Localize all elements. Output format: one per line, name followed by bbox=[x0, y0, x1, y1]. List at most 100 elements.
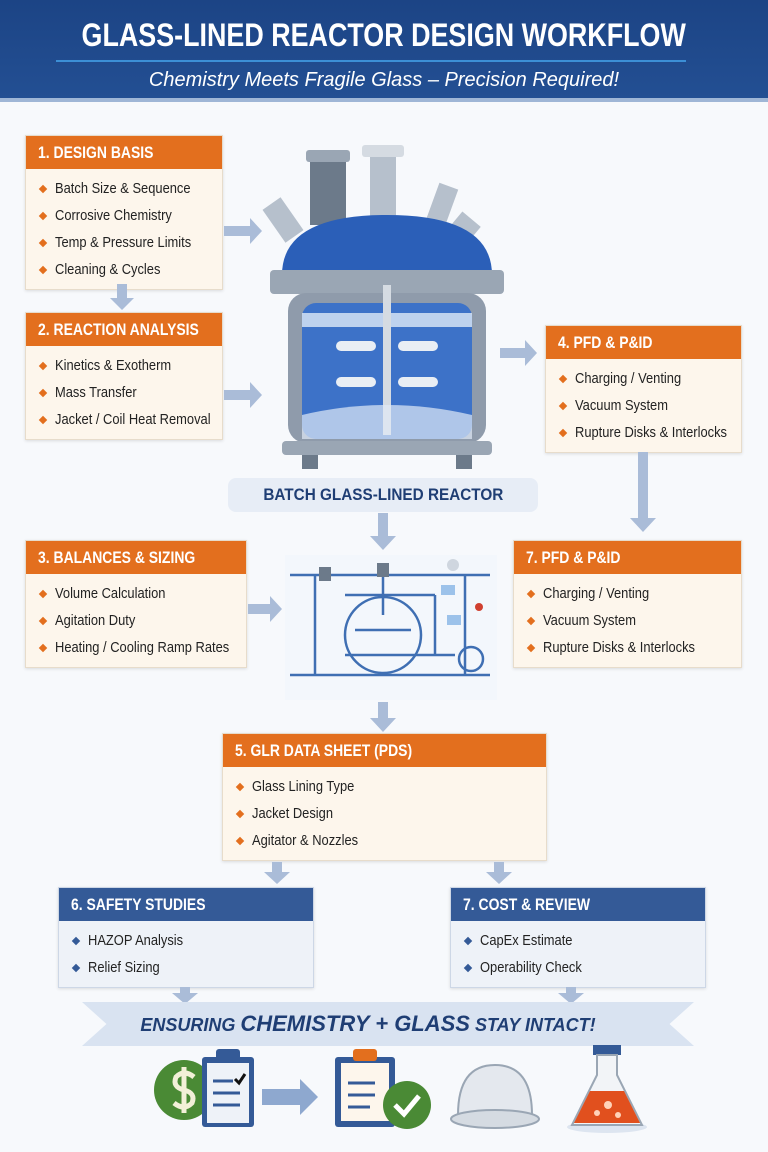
item-label: Relief Sizing bbox=[88, 959, 160, 976]
arrow-icon bbox=[248, 596, 282, 622]
step-header: 6. SAFETY STUDIES bbox=[59, 888, 313, 921]
list-item: Agitator & Nozzles bbox=[235, 827, 546, 854]
arrow-icon bbox=[558, 987, 584, 1004]
step-title: 4. PFD & P&ID bbox=[558, 333, 653, 352]
reactor-illustration bbox=[262, 145, 504, 469]
step-header: 4. PFD & P&ID bbox=[546, 326, 741, 359]
list-item: Mass Transfer bbox=[38, 379, 222, 406]
item-label: Volume Calculation bbox=[55, 585, 166, 602]
list-item: Agitation Duty bbox=[38, 607, 246, 634]
step-header: 2. REACTION ANALYSIS bbox=[26, 313, 222, 346]
step-header: 5. GLR DATA SHEET (PDS) bbox=[223, 734, 546, 767]
list-item: Jacket Design bbox=[235, 800, 546, 827]
arrow-icon bbox=[370, 702, 396, 732]
item-label: Heating / Cooling Ramp Rates bbox=[55, 639, 230, 656]
list-item: Glass Lining Type bbox=[235, 773, 546, 800]
banner-part-2: CHEMISTRY + GLASS bbox=[240, 1011, 470, 1036]
list-item: Rupture Disks & Interlocks bbox=[558, 419, 741, 446]
list-item: Jacket / Coil Heat Removal bbox=[38, 406, 222, 433]
item-label: Jacket Design bbox=[252, 805, 334, 822]
step-header: 3. BALANCES & SIZING bbox=[26, 541, 246, 574]
step-title: 3. BALANCES & SIZING bbox=[38, 548, 196, 567]
step-title: 6. SAFETY STUDIES bbox=[71, 895, 206, 914]
arrow-icon bbox=[224, 382, 262, 408]
item-label: Rupture Disks & Interlocks bbox=[543, 639, 695, 656]
approved-clipboard-icon bbox=[335, 1049, 431, 1129]
item-label: Charging / Venting bbox=[543, 585, 650, 602]
item-label: CapEx Estimate bbox=[480, 932, 573, 949]
arrow-icon bbox=[172, 987, 198, 1004]
item-label: Corrosive Chemistry bbox=[55, 207, 172, 224]
banner-part-3: STAY INTACT! bbox=[469, 1015, 596, 1035]
hard-hat-icon bbox=[450, 1063, 540, 1129]
list-item: Kinetics & Exotherm bbox=[38, 352, 222, 379]
step-title: 5. GLR DATA SHEET (PDS) bbox=[235, 741, 413, 760]
item-label: Kinetics & Exotherm bbox=[55, 357, 172, 374]
step-title: 7. PFD & P&ID bbox=[526, 548, 621, 567]
reactor-label: BATCH GLASS-LINED REACTOR bbox=[263, 485, 503, 504]
item-label: Jacket / Coil Heat Removal bbox=[55, 411, 211, 428]
list-item: Relief Sizing bbox=[71, 954, 313, 981]
arrow-icon bbox=[110, 284, 134, 310]
list-item: Charging / Venting bbox=[526, 580, 741, 607]
pid-diagram-illustration bbox=[285, 555, 497, 700]
item-label: Agitation Duty bbox=[55, 612, 136, 629]
item-label: Cleaning & Cycles bbox=[55, 261, 161, 278]
list-item: Volume Calculation bbox=[38, 580, 246, 607]
page-title: GLASS-LINED REACTOR DESIGN WORKFLOW bbox=[81, 17, 687, 53]
page-title-row: GLASS-LINED REACTOR DESIGN WORKFLOW bbox=[0, 16, 768, 54]
header: GLASS-LINED REACTOR DESIGN WORKFLOW Chem… bbox=[0, 0, 768, 102]
step-title: 2. REACTION ANALYSIS bbox=[38, 320, 199, 339]
item-label: Mass Transfer bbox=[55, 384, 137, 401]
item-label: Operability Check bbox=[480, 959, 582, 976]
list-item: Cleaning & Cycles bbox=[38, 256, 222, 283]
arrow-icon bbox=[370, 513, 396, 550]
list-item: Heating / Cooling Ramp Rates bbox=[38, 634, 246, 661]
item-label: Vacuum System bbox=[543, 612, 636, 629]
step-box-data-sheet: 5. GLR DATA SHEET (PDS) Glass Lining Type… bbox=[222, 733, 547, 861]
item-label: Glass Lining Type bbox=[252, 778, 355, 795]
step-header: 1. DESIGN BASIS bbox=[26, 136, 222, 169]
arrow-icon bbox=[630, 452, 656, 532]
cost-clipboard-icon bbox=[154, 1049, 254, 1127]
arrow-icon bbox=[264, 862, 290, 884]
list-item: Rupture Disks & Interlocks bbox=[526, 634, 741, 661]
flask-icon bbox=[567, 1045, 647, 1133]
list-item: Vacuum System bbox=[558, 392, 741, 419]
list-item: Vacuum System bbox=[526, 607, 741, 634]
arrow-right-icon bbox=[262, 1079, 318, 1115]
list-item: Batch Size & Sequence bbox=[38, 175, 222, 202]
list-item: HAZOP Analysis bbox=[71, 927, 313, 954]
page-subtitle: Chemistry Meets Fragile Glass – Precisio… bbox=[148, 69, 620, 91]
title-divider bbox=[56, 60, 686, 62]
item-label: Charging / Venting bbox=[575, 370, 682, 387]
arrow-icon bbox=[500, 340, 537, 366]
list-item: Temp & Pressure Limits bbox=[38, 229, 222, 256]
banner: ENSURING CHEMISTRY + GLASS STAY INTACT! bbox=[82, 1002, 694, 1046]
list-item: Charging / Venting bbox=[558, 365, 741, 392]
list-item: Corrosive Chemistry bbox=[38, 202, 222, 229]
step-header: 7. PFD & P&ID bbox=[514, 541, 741, 574]
list-item: CapEx Estimate bbox=[463, 927, 705, 954]
step-header: 7. COST & REVIEW bbox=[451, 888, 705, 921]
item-label: Agitator & Nozzles bbox=[252, 832, 359, 849]
step-title: 1. DESIGN BASIS bbox=[38, 143, 154, 162]
item-label: Batch Size & Sequence bbox=[55, 180, 191, 197]
item-label: HAZOP Analysis bbox=[88, 932, 184, 949]
item-label: Temp & Pressure Limits bbox=[55, 234, 192, 251]
list-item: Operability Check bbox=[463, 954, 705, 981]
